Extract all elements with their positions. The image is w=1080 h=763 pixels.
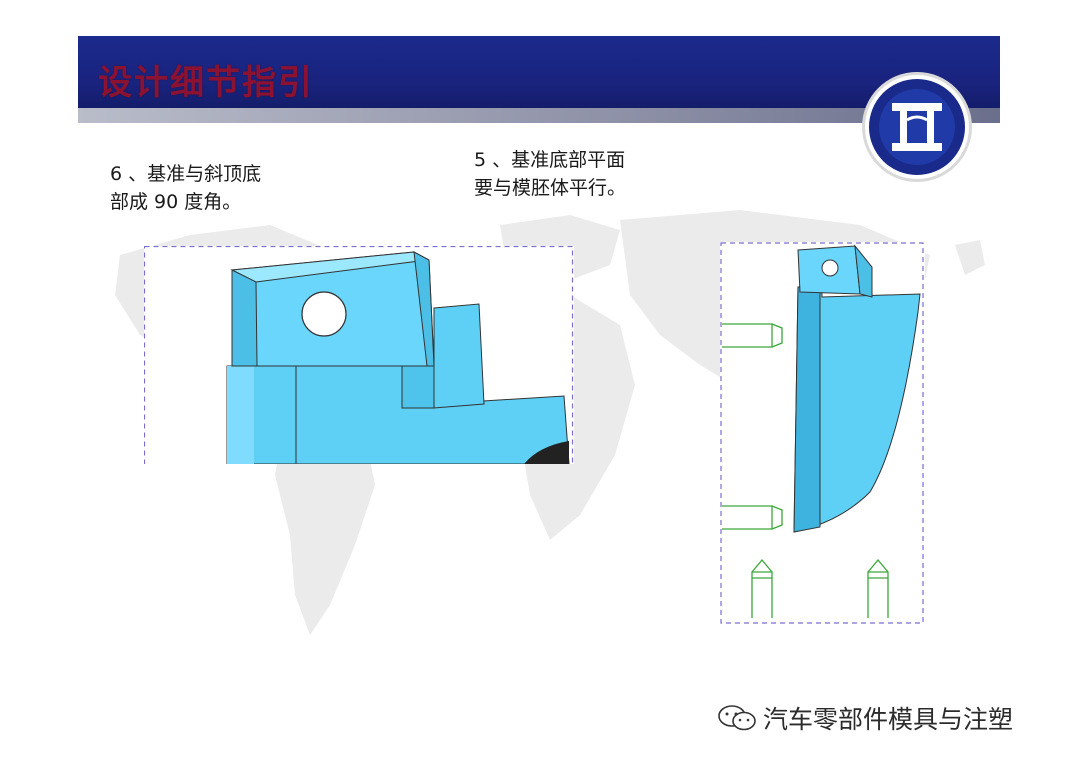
watermark: 汽车零部件模具与注塑: [717, 700, 1013, 736]
lifter-closeup-view: [144, 246, 574, 464]
note-datum-parallel: 5 、基准底部平面 要与模胚体平行。: [474, 149, 627, 199]
note-datum-90-degree: 6 、基准与斜顶底 部成 90 度角。: [110, 163, 262, 213]
wechat-icon: [718, 705, 756, 731]
page-title: 设计细节指引: [98, 63, 314, 103]
header-shade: [78, 108, 1000, 123]
watermark-text: 汽车零部件模具与注塑: [763, 705, 1014, 734]
header-bar: [78, 36, 1000, 122]
lifter-side-view: [720, 242, 925, 626]
company-logo-icon: [862, 72, 972, 182]
